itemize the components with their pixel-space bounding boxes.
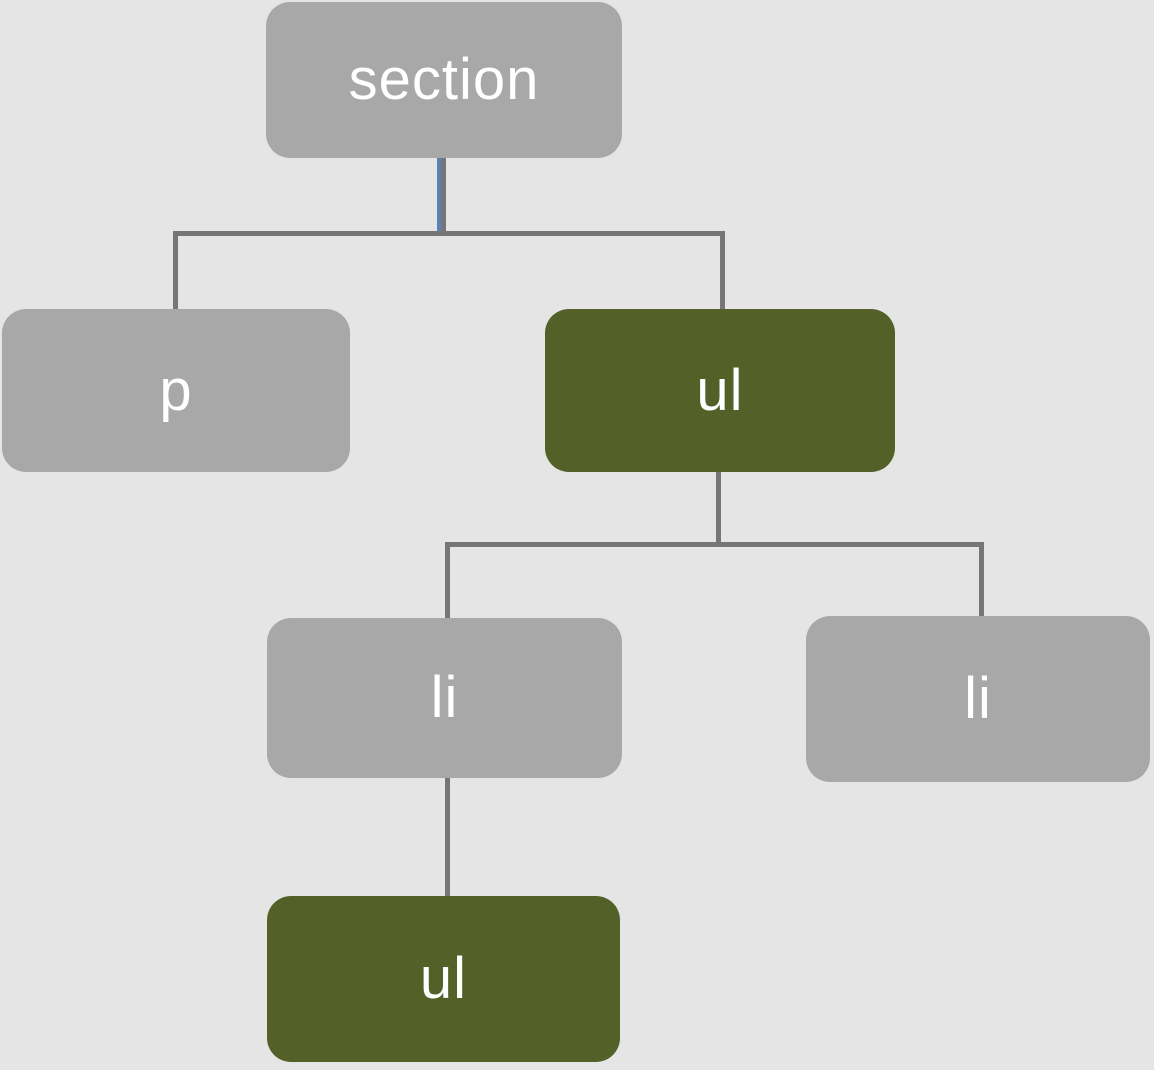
- edge-drop-to-p: [173, 231, 178, 309]
- edge-drop-to-li-first: [445, 542, 450, 618]
- node-li-second: li: [806, 616, 1150, 782]
- node-p: p: [2, 309, 350, 472]
- node-li-first: li: [267, 618, 622, 778]
- edge-li-to-nested-ul-stem: [445, 778, 450, 896]
- node-ul-child: ul: [545, 309, 895, 472]
- edge-section-stem-accent-line: [437, 158, 441, 233]
- edge-section-children-horizontal: [173, 231, 725, 236]
- edge-ul-to-children-stem: [716, 472, 721, 547]
- node-section: section: [266, 2, 622, 158]
- edge-ul-children-horizontal: [445, 542, 984, 547]
- edge-section-to-children-stem: [441, 158, 446, 236]
- edge-drop-to-li-second: [979, 542, 984, 616]
- node-ul-nested: ul: [267, 896, 620, 1062]
- edge-drop-to-ul: [720, 231, 725, 309]
